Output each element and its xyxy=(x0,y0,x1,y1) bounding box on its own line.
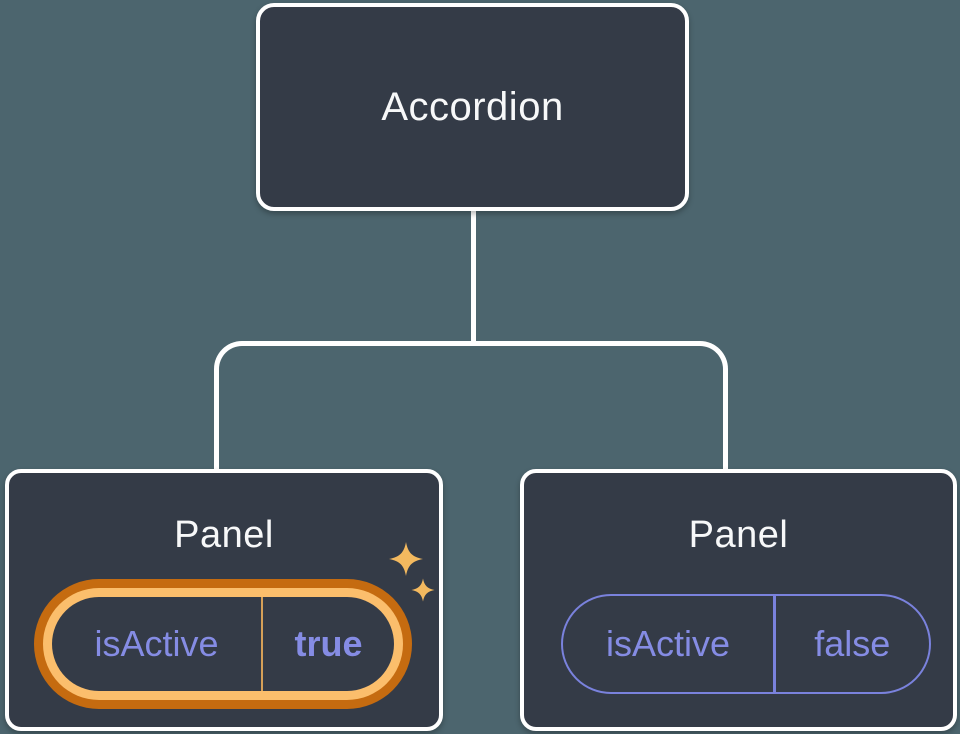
prop-name-inactive: isActive xyxy=(605,623,731,664)
sparkle-icon-large xyxy=(389,542,423,576)
panel-active-title: Panel xyxy=(174,514,274,556)
prop-name-active: isActive xyxy=(94,623,219,664)
connector-root-stem xyxy=(471,211,476,343)
prop-value-active: true xyxy=(294,623,363,664)
node-panel-inactive: Panel isActive false xyxy=(520,469,957,731)
node-accordion: Accordion xyxy=(256,3,689,211)
prop-pill-active-highlight: isActive true xyxy=(34,579,412,709)
sparkle-icon-small xyxy=(411,578,435,602)
prop-pill-divider-inactive xyxy=(773,596,776,692)
prop-pill-active-ring: isActive true xyxy=(43,588,403,700)
prop-pill-inactive: isActive false xyxy=(561,594,931,694)
connector-branch-bracket xyxy=(214,341,728,470)
node-panel-active: Panel isActive true xyxy=(5,469,443,731)
prop-pill-active: isActive true xyxy=(52,597,394,691)
prop-value-inactive: false xyxy=(814,623,891,664)
node-accordion-label: Accordion xyxy=(381,84,564,129)
sparkles-icon xyxy=(389,542,435,602)
panel-inactive-title: Panel xyxy=(688,514,789,556)
prop-pill-divider-active xyxy=(261,597,263,691)
